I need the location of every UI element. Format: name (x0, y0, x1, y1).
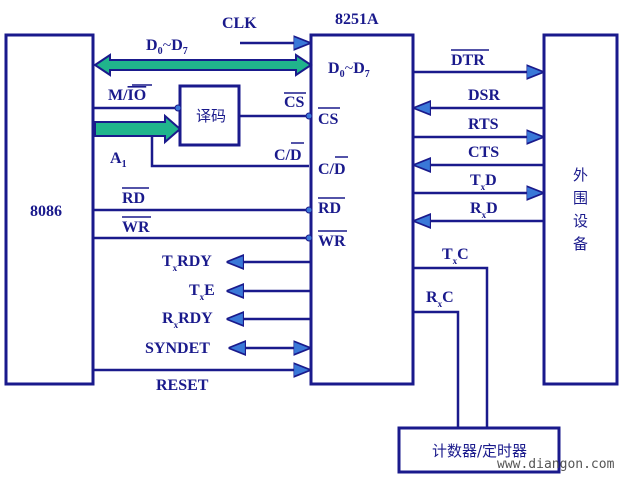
dsr-label: DSR (468, 87, 500, 104)
peripheral-label-1: 外 (573, 166, 588, 184)
peripheral-label-2: 围 (573, 189, 588, 207)
txe-label: TxE (189, 282, 215, 302)
data-bus-cpu-label: D0~D7 (146, 37, 188, 57)
peripheral-block (542, 33, 619, 386)
m-io-bubble (174, 104, 182, 112)
peripheral-label-3: 设 (573, 212, 588, 230)
usart-label: 8251A (335, 11, 379, 28)
watermark: www.diangon.com (497, 457, 615, 472)
peripheral-label-4: 备 (573, 235, 588, 253)
clk-label: CLK (222, 15, 257, 32)
cpu-block (4, 33, 95, 386)
rts-label: RTS (468, 116, 499, 133)
cpu-label: 8086 (30, 203, 62, 220)
txc-label: TxC (442, 246, 469, 266)
wr-bubble (305, 234, 313, 242)
timer-label: 计数器/定时器 (432, 442, 527, 460)
rxrdy-label: RxRDY (162, 310, 213, 330)
rxc-line (413, 310, 460, 428)
txrdy-label: TxRDY (162, 253, 212, 273)
rd-bubble (305, 206, 313, 214)
cs-input-label: CS (284, 94, 305, 111)
reset-label: RESET (156, 377, 209, 394)
usart-block (309, 33, 415, 386)
rxd-label: RxD (470, 200, 498, 220)
timer-block (397, 426, 561, 474)
decoder-block (178, 84, 241, 147)
data-bus-arrow (93, 53, 313, 77)
rd-pin-label: RD (318, 200, 341, 217)
decoder-label: 译码 (196, 107, 226, 125)
a1-line (150, 136, 309, 168)
txc-line (413, 266, 489, 428)
m-io-label: M/IO (108, 87, 146, 104)
rxc-label: RxC (426, 289, 454, 309)
wr-input-label: WR (122, 219, 150, 236)
cs-bubble (305, 112, 313, 120)
txd-label: TxD (470, 172, 497, 192)
cd-pin-label: C/D (318, 161, 346, 178)
cd-input-label: C/D (274, 147, 302, 164)
address-bus-arrow (94, 113, 182, 145)
dtr-label: DTR (451, 52, 485, 69)
syndet-label: SYNDET (145, 340, 210, 357)
cts-label: CTS (468, 144, 499, 161)
data-bus-usart-label: D0~D7 (328, 60, 370, 80)
a1-label: A1 (110, 150, 127, 170)
rd-input-label: RD (122, 190, 145, 207)
cs-pin-label: CS (318, 111, 339, 128)
wr-pin-label: WR (318, 233, 346, 250)
